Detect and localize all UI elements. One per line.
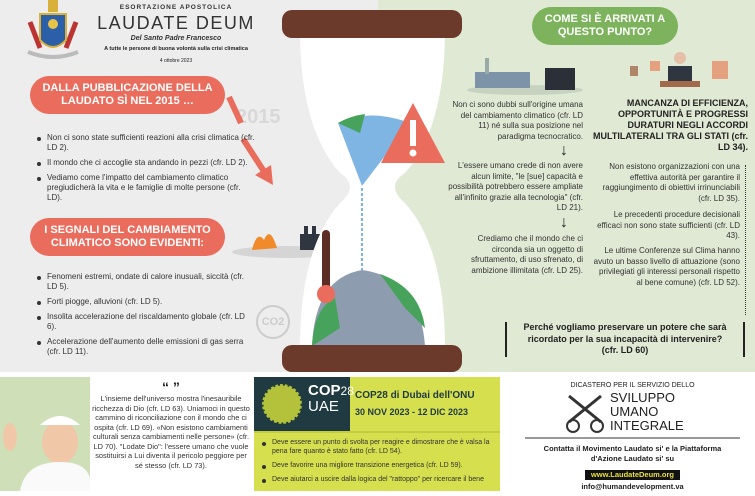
- list-item: Deve aiutarci a uscire dalla logica del …: [260, 475, 496, 484]
- year-2015: 2015: [236, 106, 281, 128]
- list-item: Il mondo che ci accoglie sta andando in …: [35, 158, 255, 168]
- quote-mark-icon: “ ”: [162, 379, 180, 395]
- papal-coat-of-arms-icon: [27, 0, 79, 59]
- email-link[interactable]: info@humandevelopment.va: [581, 482, 684, 491]
- dicastery-name-line: UMANO: [610, 404, 659, 419]
- pope-photo: [0, 377, 91, 491]
- cop-logo-number: 28: [340, 384, 354, 398]
- list-item: Insolita accelerazione del riscaldamento…: [35, 312, 250, 332]
- bullet-list-climate-signals: Fenomeni estremi, ondate di calore inusu…: [35, 272, 250, 362]
- timeline-line: [745, 165, 746, 315]
- tagline: A tutte le persone di buona volontà sull…: [104, 46, 248, 52]
- speaker-podium-illustration-icon: [630, 52, 728, 87]
- no-authority-text: Non esistono organizzazioni con una effe…: [602, 162, 740, 203]
- list-item: Vediamo come l'impatto del cambiamento c…: [35, 173, 255, 203]
- dicastery-top: DICASTERO PER IL SERVIZIO DELLO: [570, 382, 695, 389]
- cop-title: COP28 di Dubai dell'ONU: [355, 390, 475, 401]
- cop-dates: 30 NOV 2023 - 12 DIC 2023: [355, 407, 469, 417]
- website-link[interactable]: www.LaudateDeum.org: [584, 470, 681, 480]
- exploitation-text: Crediamo che il mondo che ci circonda si…: [470, 234, 583, 275]
- list-item: Forti piogge, alluvioni (cfr. LD 5).: [35, 297, 250, 307]
- crossed-keys-icon: [566, 394, 604, 433]
- section-pill-how-we-got-here: COME SI È ARRIVATI A QUESTO PUNTO?: [532, 7, 678, 45]
- list-item: Accelerazione dell'aumento delle emissio…: [35, 337, 250, 357]
- no-limits-text: L'essere umano crede di non avere alcun …: [448, 161, 583, 212]
- subtitle: Del Santo Padre Francesco: [130, 35, 222, 42]
- dicastery-name-line: INTEGRALE: [610, 418, 684, 433]
- cop-bullet-list: Deve essere un punto di svolta per reagi…: [260, 438, 496, 489]
- co2-icon: CO2: [256, 305, 290, 339]
- quote-text: L'insieme dell'universo mostra l'inesaur…: [92, 394, 250, 470]
- list-item: Non ci sono state sufficienti reazioni a…: [35, 133, 255, 153]
- hourglass-illustration: [282, 10, 462, 372]
- origin-text: Non ci sono dubbi sull'origine umana del…: [452, 100, 584, 141]
- cop28-globe-icon: [260, 382, 304, 426]
- hourglass-top-cap: [282, 10, 462, 38]
- factory-people-illustration-icon: [467, 58, 583, 95]
- procedures-text: Le precedenti procedure decisionali effi…: [597, 210, 740, 240]
- down-arrow-icon: ↓: [560, 214, 568, 231]
- cop-logo-text: COP: [308, 382, 341, 399]
- kicker: ESORTAZIONE APOSTOLICA: [119, 4, 233, 11]
- contact-text: Contatta il Movimento Laudato si' e la P…: [543, 444, 722, 463]
- list-item: Fenomeni estremi, ondate di calore inusu…: [35, 272, 250, 292]
- multilateral-headline: MANCANZA DI EFFICIENZA, OPPORTUNITÀ E PR…: [593, 98, 748, 152]
- section-pill-climate-signals: I SEGNALI DEL CAMBIAMENTO CLIMATICO SONO…: [30, 218, 225, 256]
- list-item: Deve favorire una migliore transizione e…: [260, 461, 496, 470]
- list-item: Deve essere un punto di svolta per reagi…: [260, 438, 496, 456]
- downward-arrow-icon: [226, 95, 273, 185]
- conferences-text: Le ultime Conferenze sul Clima hanno avu…: [593, 246, 740, 287]
- bullet-list-since-2015: Non ci sono state sufficienti reazioni a…: [35, 133, 255, 208]
- question-callout: Perché vogliamo preservare un potere che…: [505, 322, 745, 357]
- cop-logo-uae: UAE: [308, 398, 339, 415]
- date: 4 ottobre 2023: [159, 58, 193, 64]
- hourglass-bottom-cap: [282, 345, 462, 372]
- dicastery-name-line: SVILUPPO: [610, 390, 676, 405]
- down-arrow-icon: ↓: [560, 142, 568, 159]
- section-pill-since-2015: DALLA PUBBLICAZIONE DELLA LAUDATO SÌ NEL…: [30, 76, 225, 114]
- document-title: LAUDATE DEUM: [97, 13, 255, 33]
